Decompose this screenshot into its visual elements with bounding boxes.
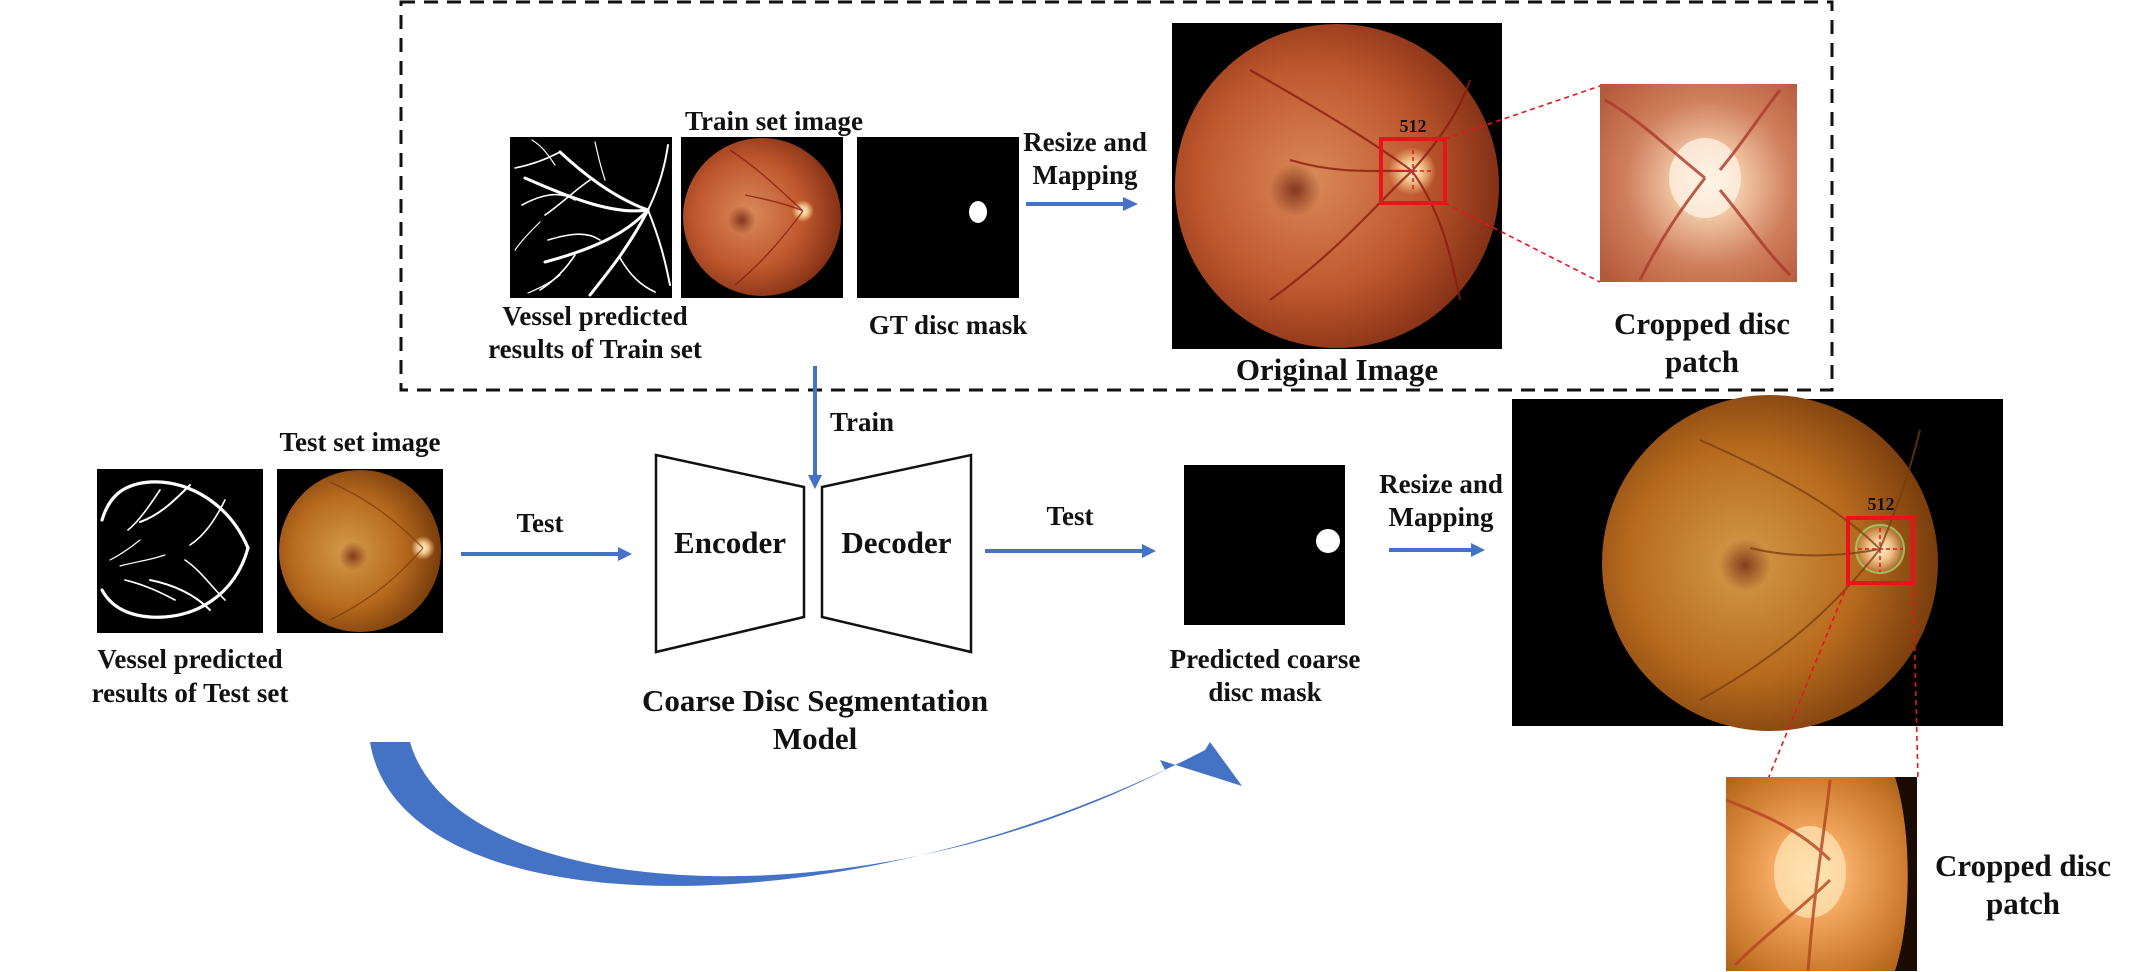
train-zoom-lines: [1444, 85, 1601, 283]
predicted-caption-1: Predicted coarse: [1169, 644, 1361, 674]
gt-disc-mask: [857, 137, 1019, 298]
train-resize-label-2: Mapping: [1032, 160, 1138, 190]
original-image: [1172, 23, 1502, 349]
encoder-shape: [654, 453, 806, 654]
test-vessel-map: [97, 469, 263, 633]
train-fundus-image: [681, 137, 843, 298]
train-vessel-caption-1: Vessel predicted: [502, 301, 688, 331]
train-crop-size: 512: [1399, 116, 1427, 136]
test-label-2: Test: [1046, 501, 1094, 531]
predicted-disc-mask: [1184, 465, 1345, 625]
decoder-label: Decoder: [841, 525, 952, 560]
test-resize-arrow: [1389, 543, 1485, 557]
test-crop-size: 512: [1867, 494, 1895, 514]
test-label-1: Test: [516, 508, 564, 538]
model-caption-2: Model: [772, 721, 858, 756]
test-image-caption: Test set image: [279, 427, 441, 457]
train-image-caption: Train set image: [685, 106, 863, 136]
test-patch-caption-2: patch: [1985, 886, 2061, 921]
test-fundus-image: [277, 469, 443, 633]
test-vessel-caption-1: Vessel predicted: [97, 644, 283, 674]
train-vessel-map: [510, 137, 672, 298]
model-caption-1: Coarse Disc Segmentation: [641, 683, 989, 718]
train-patch-caption-1: Cropped disc: [1614, 306, 1790, 341]
curved-arrow: [370, 742, 1242, 886]
test-zoom-lines: [1767, 582, 1919, 780]
train-resize-label-1: Resize and: [1023, 127, 1147, 157]
train-arrow: [808, 366, 822, 489]
encoder-label: Encoder: [674, 525, 786, 560]
test-vessel-caption-2: results of Test set: [91, 678, 289, 708]
test-arrow-2: [985, 544, 1156, 558]
train-label: Train: [830, 407, 895, 437]
test-resize-label-2: Mapping: [1388, 502, 1494, 532]
decoder-shape: [820, 453, 973, 654]
train-cropped-patch: [1600, 84, 1797, 282]
train-resize-arrow: [1026, 197, 1138, 211]
original-image-caption: Original Image: [1235, 352, 1439, 387]
train-vessel-caption-2: results of Train set: [488, 334, 702, 364]
predicted-caption-2: disc mask: [1208, 677, 1322, 707]
gt-disc-caption: GT disc mask: [868, 310, 1028, 340]
test-resize-label-1: Resize and: [1379, 469, 1503, 499]
test-patch-caption-1: Cropped disc: [1935, 848, 2111, 883]
test-large-image: [1512, 395, 2003, 731]
test-cropped-patch: [1725, 777, 1917, 972]
train-region-border: [399, 0, 1834, 392]
test-arrow-1: [461, 547, 632, 561]
train-patch-caption-2: patch: [1664, 344, 1740, 379]
